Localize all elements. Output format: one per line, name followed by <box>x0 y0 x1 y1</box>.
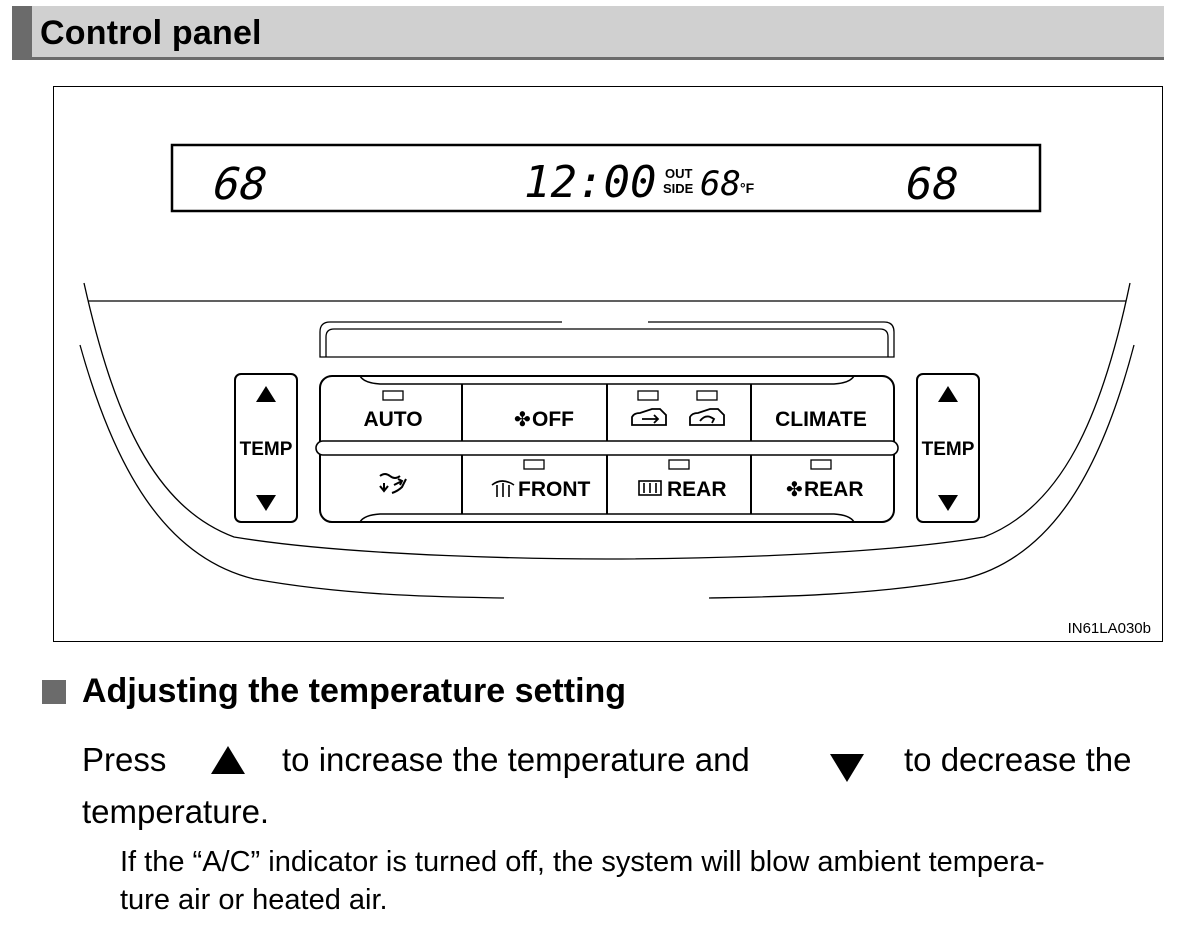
climate-label: CLIMATE <box>775 408 867 431</box>
rear-defogger-indicator-icon <box>668 459 690 470</box>
subheading-text: Adjusting the temperature setting <box>82 672 627 710</box>
front-defogger-indicator-icon <box>523 459 545 470</box>
note-line-2: ture air or heated air. <box>120 884 388 916</box>
button-cluster <box>315 375 899 523</box>
recirculate-car-icon[interactable] <box>689 408 725 426</box>
rear-fan-label: REAR <box>804 478 864 501</box>
lcd-clock: 12:00 <box>524 157 656 208</box>
left-temp-down-icon[interactable] <box>256 495 276 511</box>
instruction-paragraph: Press to increase the temperature and to… <box>82 734 1157 838</box>
fresh-air-car-icon[interactable] <box>631 408 667 426</box>
rear-defogger-button[interactable]: REAR <box>638 459 727 501</box>
dashboard-contour <box>79 282 1135 599</box>
lcd-outside-label-2: SIDE <box>663 181 694 196</box>
fresh-air-indicator-icon <box>637 390 659 401</box>
bullet-square-icon <box>42 680 66 704</box>
recirculate-indicator-icon <box>696 390 718 401</box>
lcd-outside-label-1: OUT <box>665 166 693 181</box>
fan-off-button[interactable]: ✤ OFF <box>514 407 574 431</box>
auto-button[interactable]: AUTO <box>363 390 423 431</box>
left-temp-button[interactable]: TEMP <box>234 373 298 523</box>
note-paragraph: If the “A/C” indicator is turned off, th… <box>120 843 1160 919</box>
instruction-line-2: temperature. <box>82 793 270 830</box>
lcd-display: 68 12:00 OUT SIDE 68 °F 68 <box>170 143 1042 213</box>
left-temp-up-icon[interactable] <box>256 386 276 402</box>
increase-text: to increase the temperature and <box>282 741 750 778</box>
auto-indicator-icon <box>382 390 404 401</box>
right-temp-down-icon[interactable] <box>938 495 958 511</box>
auto-label: AUTO <box>363 408 422 431</box>
lcd-right-temp: 68 <box>906 159 959 210</box>
rear-defogger-label: REAR <box>667 478 727 501</box>
press-text: Press <box>82 741 167 778</box>
right-temp-up-icon[interactable] <box>938 386 958 402</box>
front-defogger-button[interactable]: FRONT <box>491 459 590 501</box>
section-header: Control panel <box>12 6 1164 60</box>
front-defroster-icon <box>491 480 515 497</box>
left-temp-label: TEMP <box>240 439 293 460</box>
lcd-left-temp: 68 <box>211 159 269 210</box>
note-line-1: If the “A/C” indicator is turned off, th… <box>120 846 1045 878</box>
rear-fan-button[interactable]: ✤ REAR <box>786 459 864 501</box>
lcd-outside-temp: 68 <box>700 164 741 204</box>
rear-fan-indicator-icon <box>810 459 832 470</box>
section-title: Control panel <box>40 14 262 52</box>
temp-down-icon <box>830 754 864 782</box>
rear-defroster-icon <box>638 480 662 496</box>
figure-code: IN61LA030b <box>1068 620 1151 637</box>
fan-off-label: OFF <box>532 408 574 431</box>
right-temp-button[interactable]: TEMP <box>916 373 980 523</box>
fan-icon: ✤ <box>514 407 531 431</box>
air-intake-buttons[interactable] <box>631 390 725 426</box>
control-panel-illustration: 68 12:00 OUT SIDE 68 °F 68 TEMP <box>79 143 1151 637</box>
climate-button[interactable]: CLIMATE <box>775 408 867 431</box>
windshield-mode-button[interactable] <box>379 473 407 494</box>
windshield-airflow-icon <box>379 473 407 494</box>
right-temp-label: TEMP <box>922 439 975 460</box>
front-defogger-label: FRONT <box>518 478 590 501</box>
temp-up-icon <box>211 746 245 774</box>
control-panel-figure: 68 12:00 OUT SIDE 68 °F 68 TEMP <box>53 86 1163 642</box>
lcd-outside-unit: °F <box>740 180 755 196</box>
decrease-text: to decrease the <box>904 741 1132 778</box>
rear-fan-icon: ✤ <box>786 477 803 501</box>
